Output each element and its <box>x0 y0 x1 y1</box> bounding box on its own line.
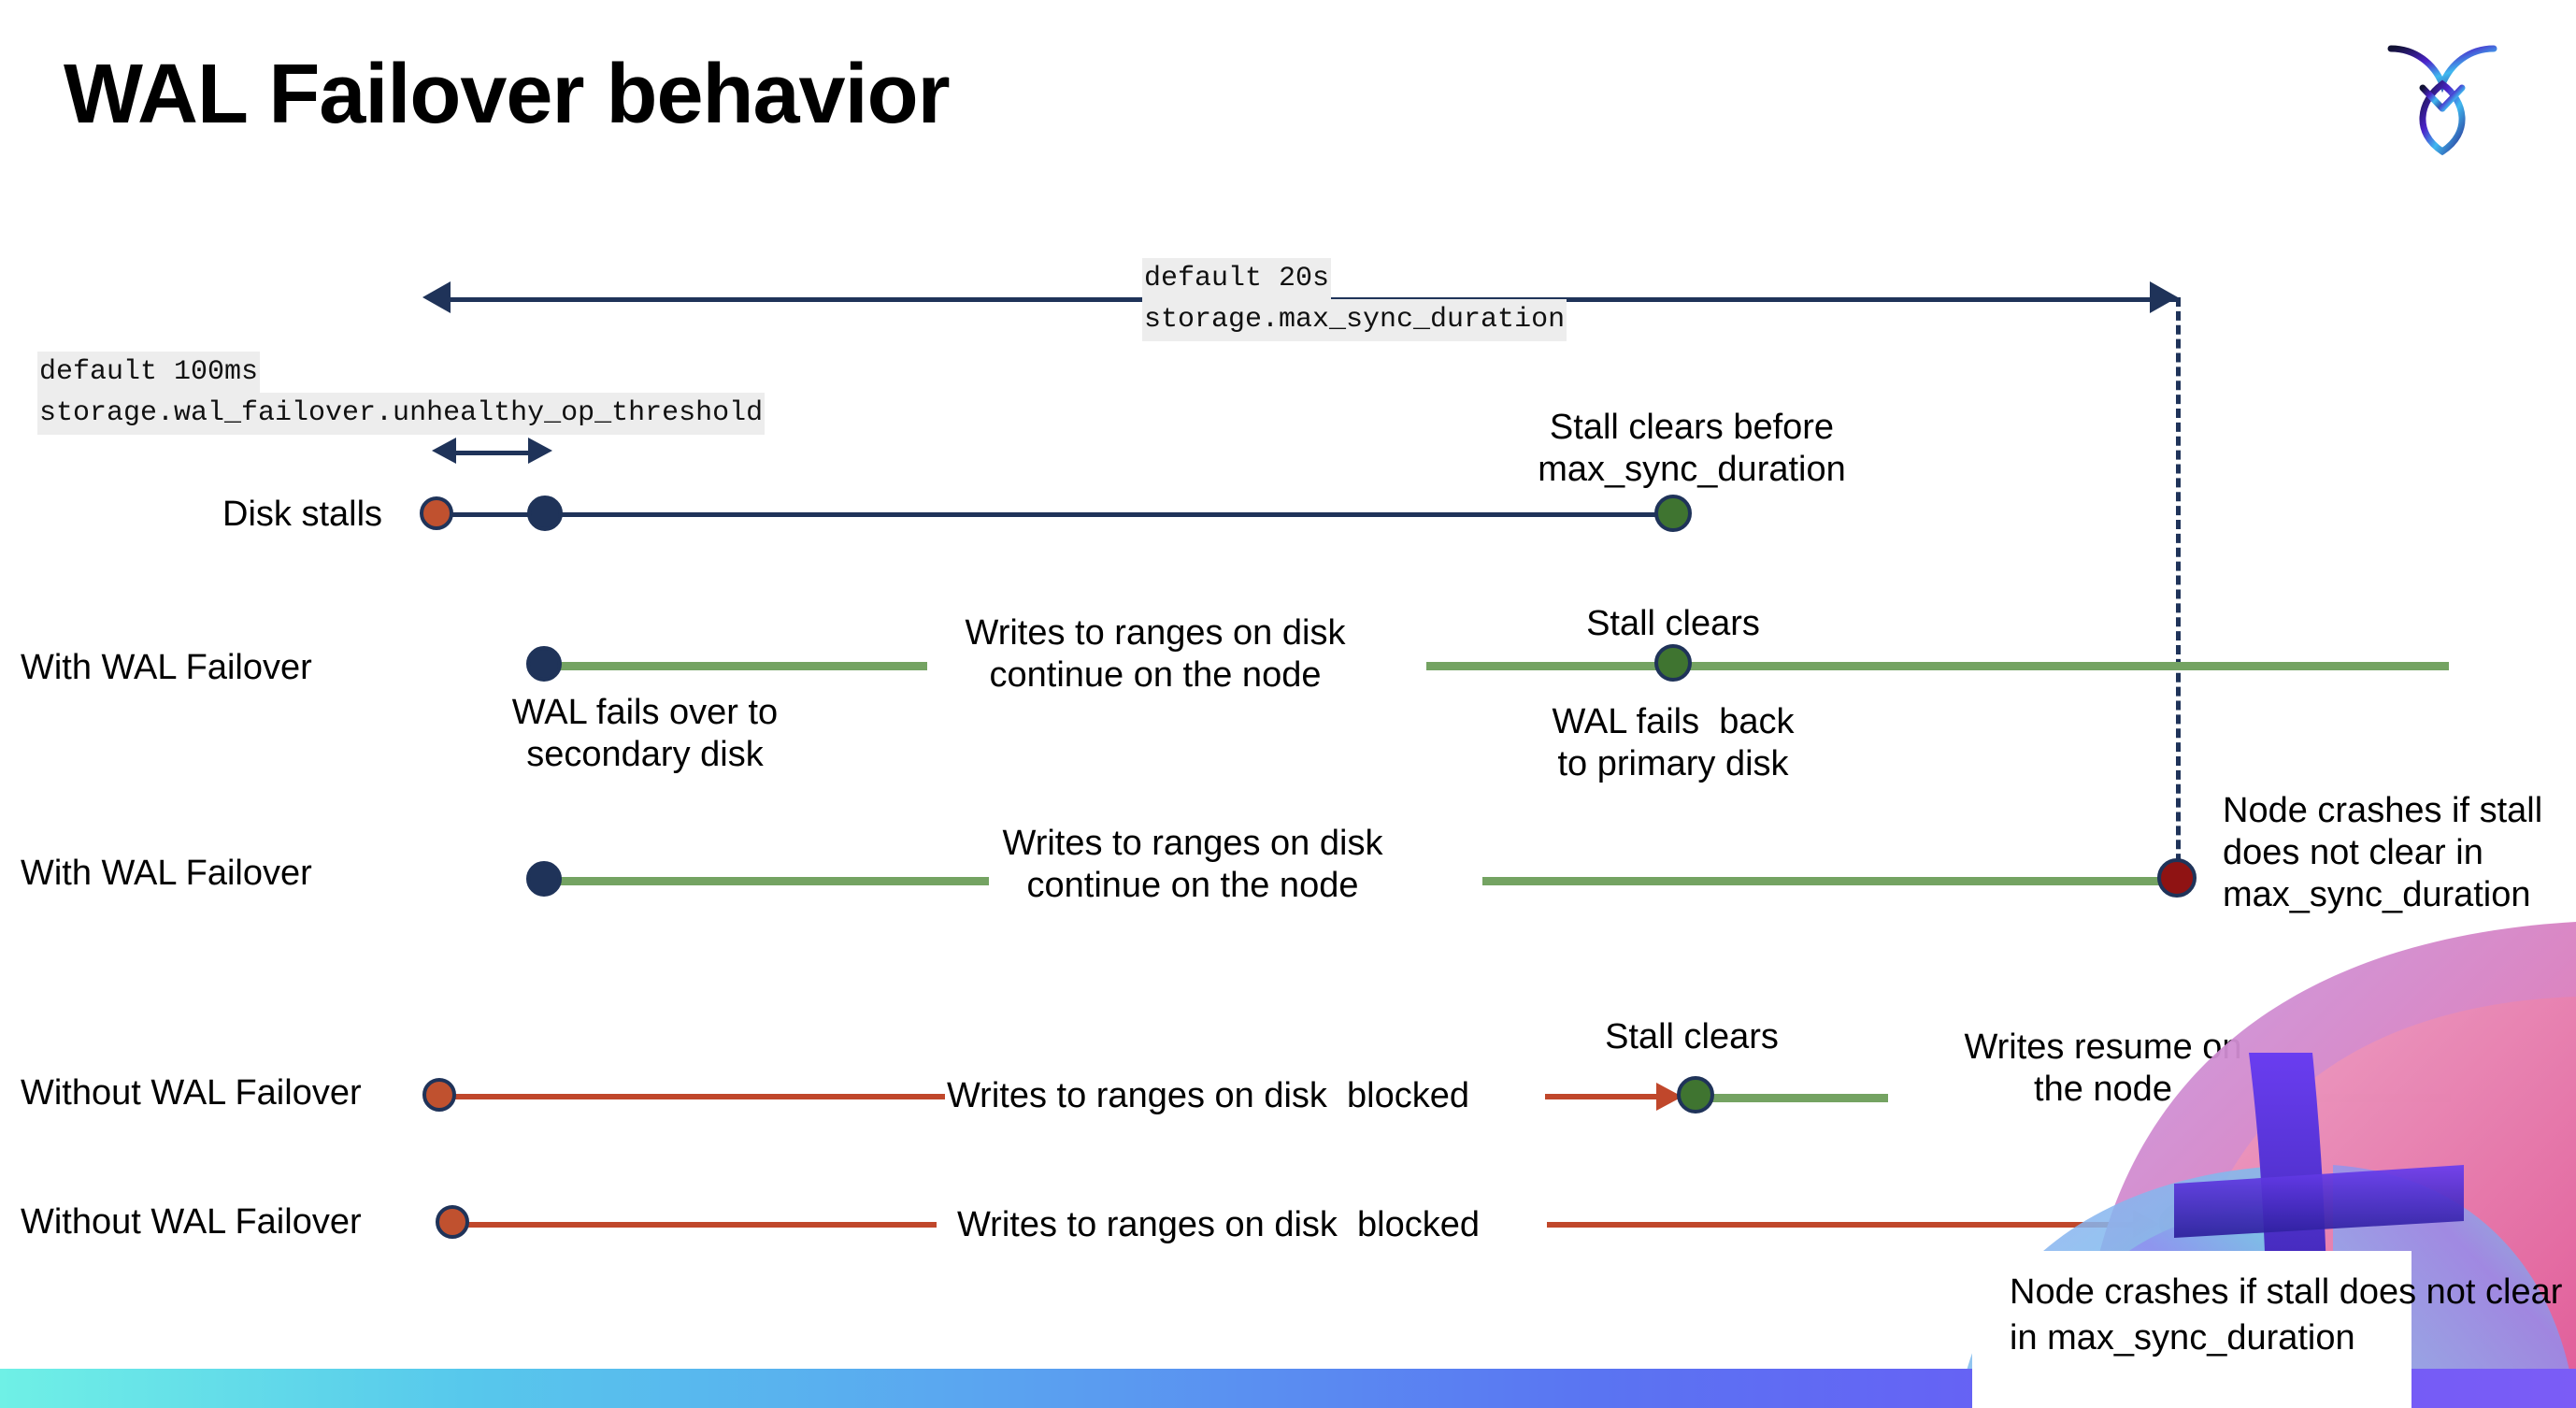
max-sync-arrow-left-icon <box>422 281 451 313</box>
callout-node-crashes-2: Node crashes if stall does not clear in … <box>2010 1272 2563 1358</box>
without-wal-1-orange-segment-b <box>1545 1094 1665 1099</box>
callout-writes-continue-1: Writes to ranges on disk continue on the… <box>965 613 1346 695</box>
disk-stall-start-dot <box>420 496 453 530</box>
callout-writes-continue-2: Writes to ranges on disk continue on the… <box>1002 824 1383 905</box>
row-label-without-wal-failover-2: Without WAL Failover <box>21 1202 362 1242</box>
unhealthy-op-setting-label: storage.wal_failover.unhealthy_op_thresh… <box>37 393 766 435</box>
row-label-with-wal-failover-1: With WAL Failover <box>21 648 312 687</box>
without-wal-2-crash-dot <box>2159 1204 2197 1242</box>
with-wal-1-stall-clear-dot <box>1654 644 1692 682</box>
disk-stall-clear-dot <box>1654 495 1692 532</box>
without-wal-1-green-segment-far <box>2288 1094 2451 1102</box>
without-wal-2-orange-segment-a <box>460 1222 937 1228</box>
max-sync-default-label: default 20s <box>1142 258 1332 300</box>
with-wal-2-green-segment-a <box>540 877 989 885</box>
without-wal-1-stall-clear-dot <box>1677 1076 1714 1113</box>
node-crashes-callout-box <box>1972 1251 2411 1408</box>
callout-node-crashes-1: Node crashes if stall does not clear in … <box>2223 791 2543 914</box>
page-title: WAL Failover behavior <box>64 48 951 141</box>
max-sync-setting-label: storage.max_sync_duration <box>1142 299 1567 341</box>
max-sync-drop-line <box>2176 297 2181 877</box>
unhealthy-op-span-line <box>455 451 530 455</box>
disk-stalls-timeline <box>439 512 1673 517</box>
with-wal-2-green-segment-b <box>1482 877 2174 885</box>
disk-stall-failover-dot <box>527 496 563 531</box>
unhealthy-op-arrow-left-icon <box>432 438 456 464</box>
row-label-disk-stalls: Disk stalls <box>222 495 383 534</box>
with-wal-1-green-segment-b <box>1426 662 2449 670</box>
without-wal-1-start-dot <box>422 1078 456 1112</box>
with-wal-1-failover-dot <box>526 646 562 682</box>
with-wal-2-failover-dot <box>526 861 562 897</box>
callout-wal-fails-over: WAL fails over to secondary disk <box>511 693 779 774</box>
with-wal-1-green-segment-a <box>540 662 927 670</box>
cockroachdb-logo-icon <box>2382 28 2503 159</box>
without-wal-1-green-segment <box>1699 1094 1888 1102</box>
callout-wal-fails-back: WAL fails back to primary disk <box>1552 702 1795 783</box>
row-label-with-wal-failover-2: With WAL Failover <box>21 854 312 893</box>
callout-stall-clears-1: Stall clears <box>1586 604 1760 643</box>
unhealthy-op-default-label: default 100ms <box>37 352 261 394</box>
row-label-without-wal-failover-1: Without WAL Failover <box>21 1073 362 1113</box>
without-wal-2-start-dot <box>436 1205 469 1239</box>
without-wal-2-arrowhead-icon <box>2133 1210 2159 1238</box>
without-wal-2-orange-segment-b <box>1547 1222 2141 1228</box>
callout-writes-blocked-1: Writes to ranges on disk blocked <box>947 1076 1470 1115</box>
callout-stall-clears-before: Stall clears before max_sync_duration <box>1538 408 1846 489</box>
without-wal-1-orange-segment-a <box>447 1094 945 1099</box>
max-sync-arrow-right-icon <box>2150 281 2178 313</box>
callout-writes-blocked-2: Writes to ranges on disk blocked <box>957 1205 1481 1244</box>
callout-writes-resume: Writes resume on the node <box>1964 1027 2242 1109</box>
with-wal-2-crash-dot <box>2157 858 2197 898</box>
unhealthy-op-arrow-right-icon <box>528 438 552 464</box>
callout-stall-clears-2: Stall clears <box>1605 1017 1779 1056</box>
